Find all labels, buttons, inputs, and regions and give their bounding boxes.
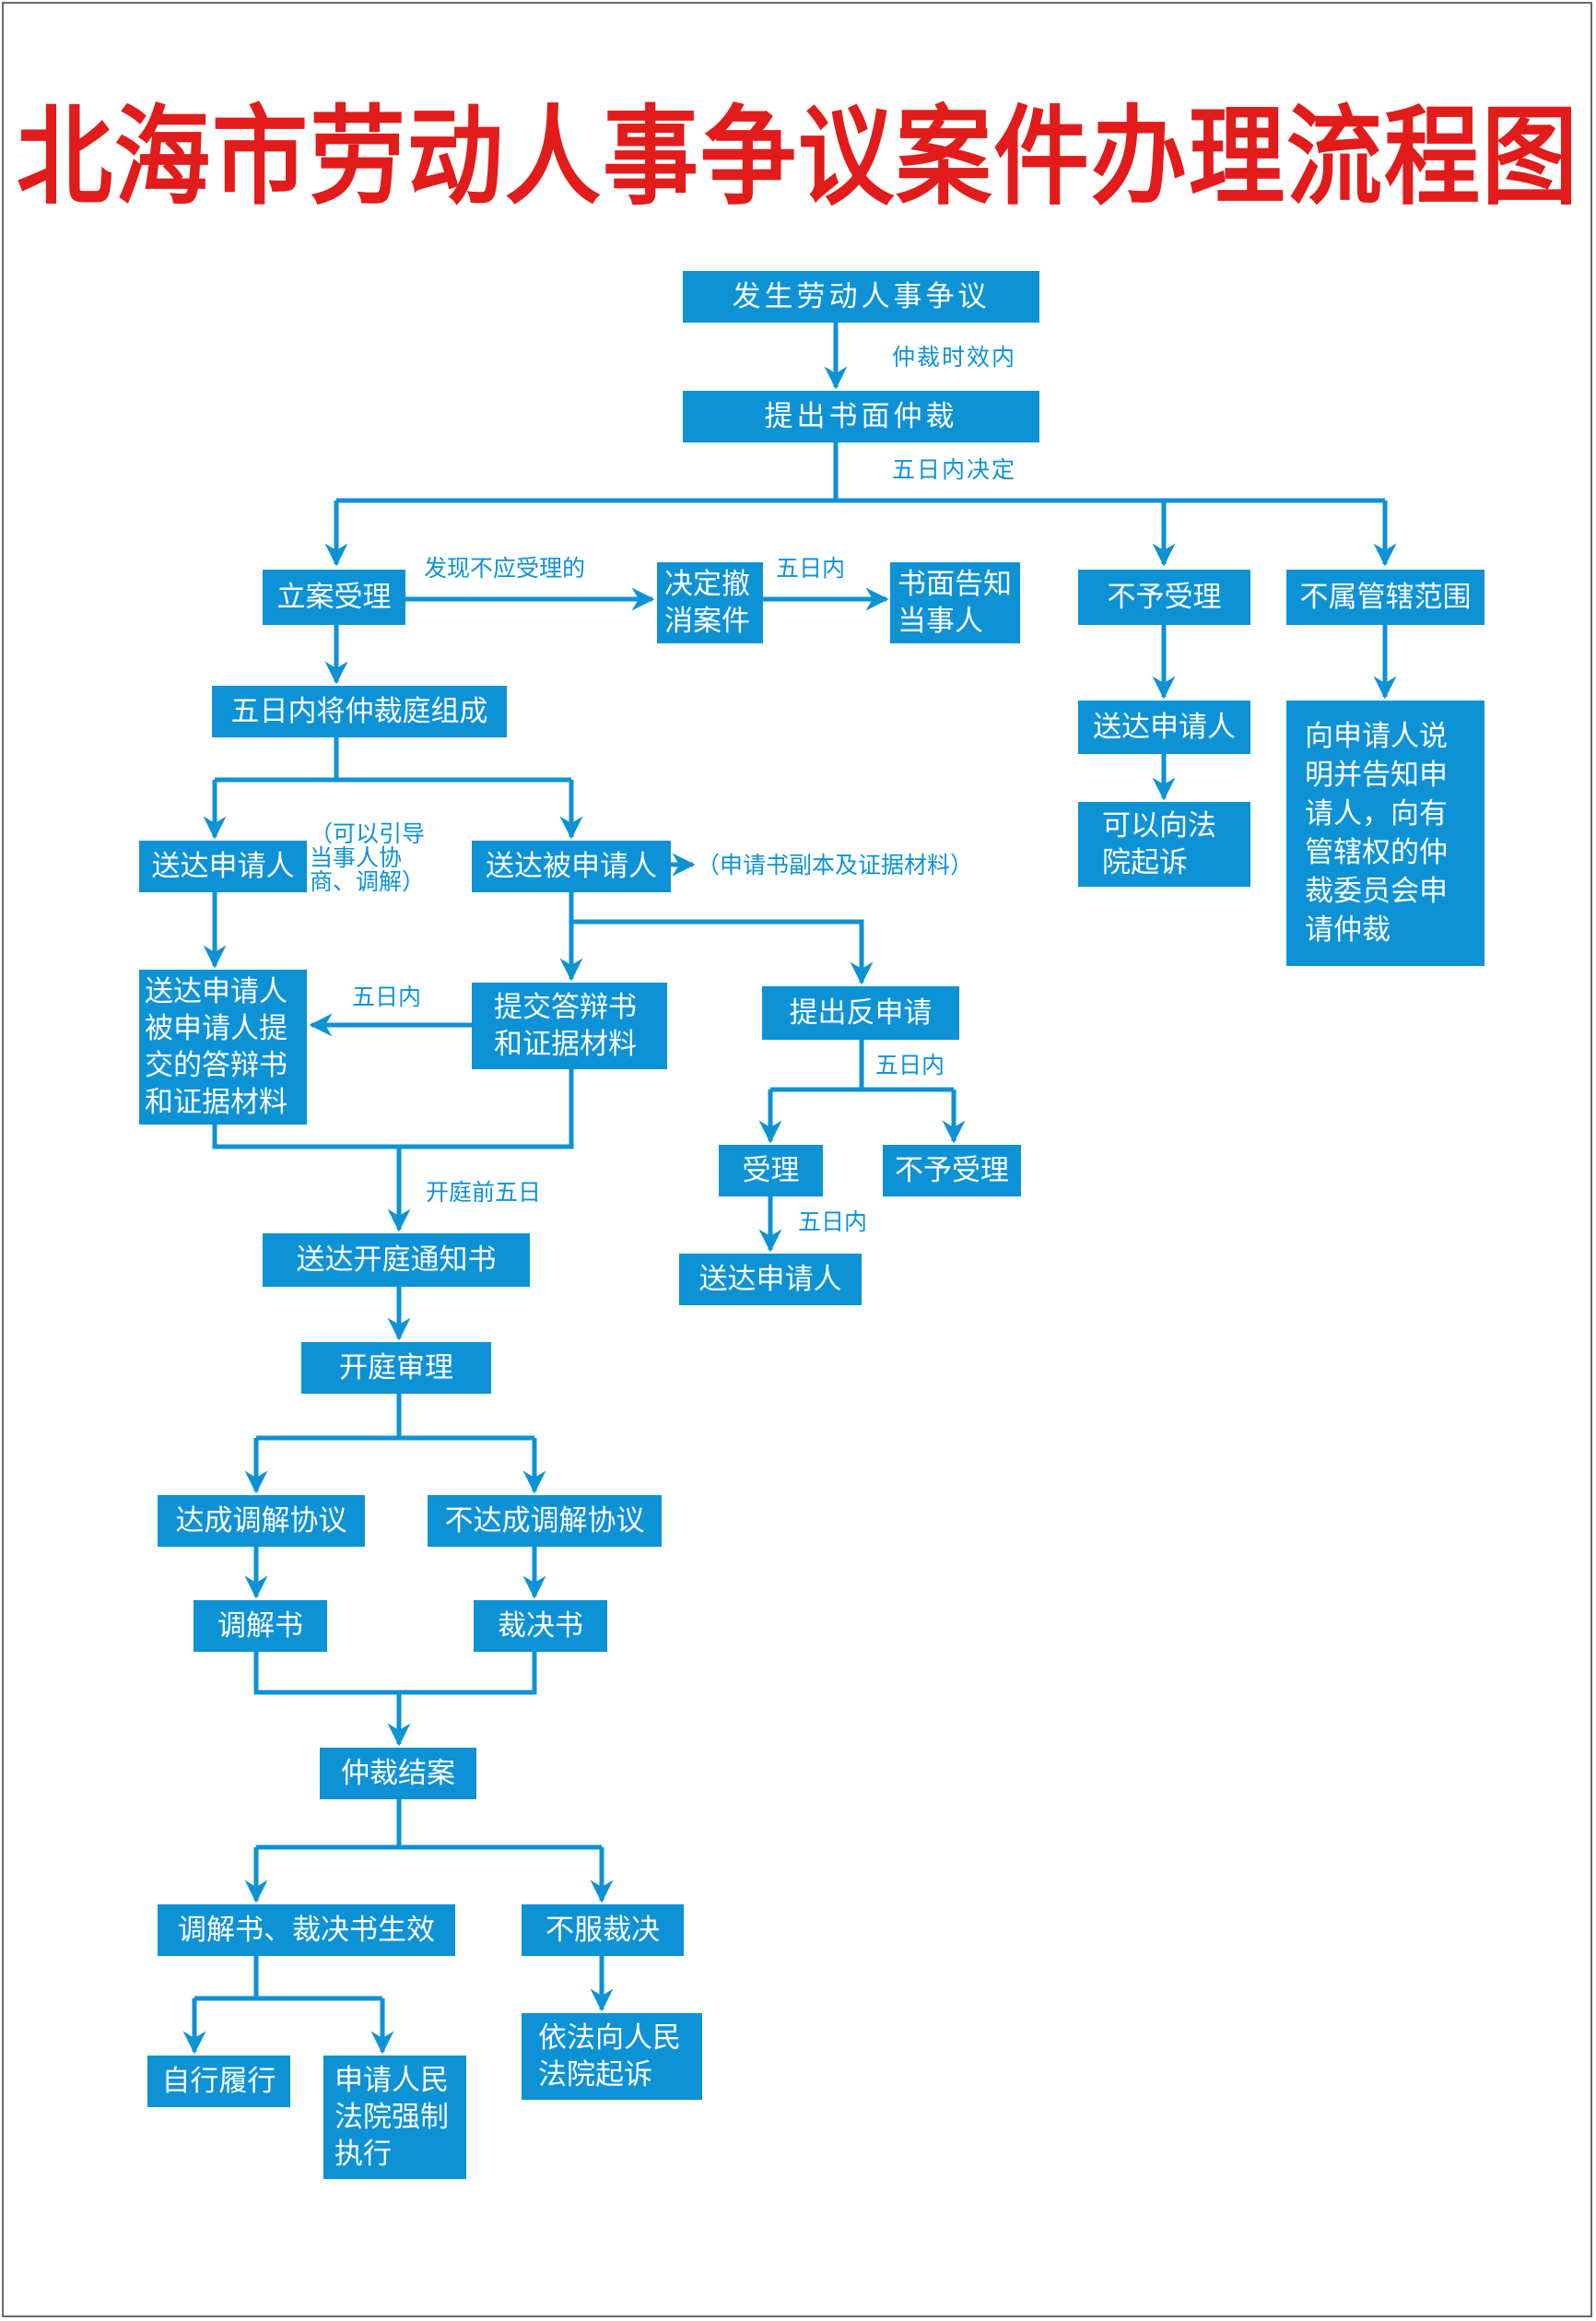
node-written-notice-parties: 书面告知 当事人 [890, 562, 1020, 643]
node-documents-effective: 调解书、裁决书生效 [158, 1904, 455, 1956]
node-apply-enforcement: 申请人民 法院强制 执行 [323, 2056, 466, 2179]
label-decide-five-days: 五日内决定 [892, 456, 1017, 483]
node-written-arbitration: 提出书面仲裁 [683, 391, 1039, 442]
label-five-days-d: 五日内 [798, 1208, 868, 1235]
node-outside-jurisdiction: 不属管辖范围 [1286, 570, 1485, 625]
node-may-sue-court: 可以向法 院起诉 [1078, 802, 1250, 887]
node-deliver-applicant-notaccepted: 送达申请人 [1078, 701, 1250, 754]
node-case-filed: 立案受理 [263, 570, 405, 625]
connector-merge-closed [253, 1652, 537, 1695]
node-deliver-hearing-notice: 送达开庭通知书 [263, 1233, 530, 1287]
node-deliver-respondent: 送达被申请人 [472, 841, 671, 892]
node-self-perform: 自行履行 [147, 2056, 290, 2107]
node-submit-defense: 提交答辩书 和证据材料 [472, 983, 667, 1069]
node-counter-accepted: 受理 [719, 1145, 823, 1196]
node-award: 裁决书 [474, 1600, 607, 1652]
node-deliver-defense-to-applicant: 送达申请人 被申请人提 交的答辩书 和证据材料 [139, 970, 307, 1125]
node-deliver-applicant: 送达申请人 [139, 841, 307, 892]
connector-respondent-to-counterclaim [571, 919, 874, 985]
node-form-tribunal: 五日内将仲裁庭组成 [212, 686, 507, 737]
node-not-accepted: 不予受理 [1078, 570, 1250, 625]
node-counterclaim: 提出反申请 [762, 986, 959, 1040]
label-within-limitation: 仲裁时效内 [892, 344, 1017, 371]
label-found-not-acceptable: 发现不应受理的 [424, 555, 586, 582]
node-counter-not-accepted: 不予受理 [883, 1145, 1021, 1196]
label-five-days-before-hearing: 开庭前五日 [426, 1179, 542, 1206]
label-five-days-a: 五日内 [776, 555, 846, 582]
label-five-days-b: 五日内 [352, 984, 422, 1010]
node-revoke-case: 决定撤 消案件 [657, 562, 763, 643]
node-mediation-document: 调解书 [194, 1600, 327, 1652]
node-court-hearing: 开庭审理 [301, 1342, 491, 1394]
node-counter-deliver-applicant: 送达申请人 [679, 1254, 862, 1305]
connector-merge-hearing [212, 1069, 574, 1149]
page-title: 北海市劳动人事争议案件办理流程图 [16, 94, 1579, 220]
node-disagree-award: 不服裁决 [522, 1904, 684, 1956]
label-copy-and-evidence: （申请书副本及证据材料） [697, 852, 974, 878]
label-guide-negotiation: （可以引导 当事人协 商、调解） [310, 820, 426, 895]
label-five-days-c: 五日内 [875, 1052, 945, 1078]
node-sue-people-court: 依法向人民 法院起诉 [522, 2013, 702, 2100]
node-mediation-not-reached: 不达成调解协议 [428, 1495, 662, 1547]
node-dispute-occurs: 发生劳动人事争议 [683, 271, 1039, 323]
node-mediation-reached: 达成调解协议 [158, 1495, 365, 1547]
node-arbitration-closed: 仲裁结案 [320, 1748, 476, 1799]
node-jurisdiction-explain: 向申请人说 明并告知申 请人，向有 管辖权的仲 裁委员会申 请仲裁 [1286, 701, 1485, 966]
